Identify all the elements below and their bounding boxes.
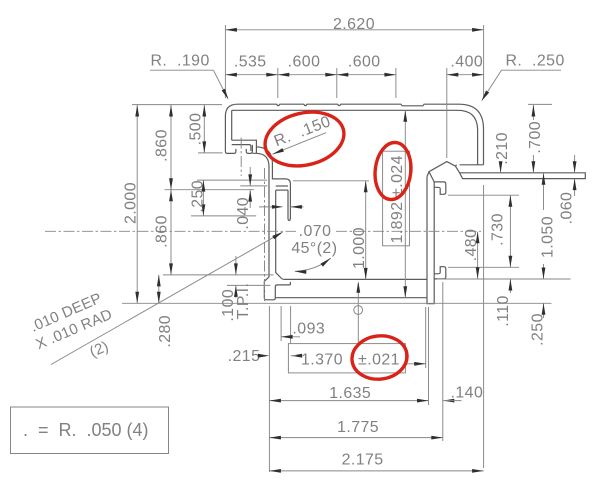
svg-text:.700: .700: [527, 121, 544, 154]
svg-text:.400: .400: [450, 54, 483, 71]
svg-text:.060: .060: [558, 192, 575, 225]
svg-text:.730: .730: [490, 213, 507, 246]
svg-text:.250: .250: [190, 180, 207, 213]
svg-text:R. .190: R. .190: [151, 53, 210, 70]
svg-text:.070: .070: [299, 223, 332, 240]
svg-text:1.000: 1.000: [351, 227, 368, 269]
svg-text:.215: .215: [228, 348, 261, 365]
svg-text:(2): (2): [87, 338, 111, 361]
svg-text:.110: .110: [495, 295, 512, 327]
svg-text:. = R. .050 (4): . = R. .050 (4): [23, 420, 149, 440]
svg-text:.860: .860: [154, 129, 171, 162]
svg-text:.100: .100: [220, 289, 237, 322]
svg-text:.600: .600: [348, 54, 381, 71]
svg-text:2.620: 2.620: [333, 16, 375, 33]
svg-text:.140: .140: [451, 385, 484, 402]
svg-text:.280: .280: [157, 315, 174, 348]
svg-text:45°(2): 45°(2): [291, 240, 337, 257]
svg-text:1.050: 1.050: [539, 216, 556, 258]
svg-text:2.175: 2.175: [342, 452, 384, 469]
svg-text:±.021: ±.021: [358, 352, 400, 369]
svg-text:1.370: 1.370: [301, 352, 343, 369]
svg-text:±.024: ±.024: [389, 155, 406, 197]
svg-text:1.635: 1.635: [329, 385, 371, 402]
svg-text:.480: .480: [463, 229, 480, 262]
svg-text:.040: .040: [235, 197, 252, 230]
svg-text:.500: .500: [188, 113, 205, 146]
svg-text:1.775: 1.775: [337, 419, 379, 436]
svg-text:.093: .093: [292, 320, 325, 337]
svg-text:.600: .600: [288, 54, 321, 71]
svg-text:2.000: 2.000: [123, 182, 140, 224]
svg-text:R. .250: R. .250: [506, 53, 565, 70]
svg-text:.860: .860: [154, 215, 171, 248]
svg-text:.535: .535: [234, 54, 267, 71]
svg-text:.210: .210: [494, 132, 511, 165]
svg-text:.250: .250: [530, 313, 547, 346]
svg-text:T.P.I.: T.P.I.: [235, 283, 252, 320]
svg-text:1.892: 1.892: [389, 201, 406, 243]
